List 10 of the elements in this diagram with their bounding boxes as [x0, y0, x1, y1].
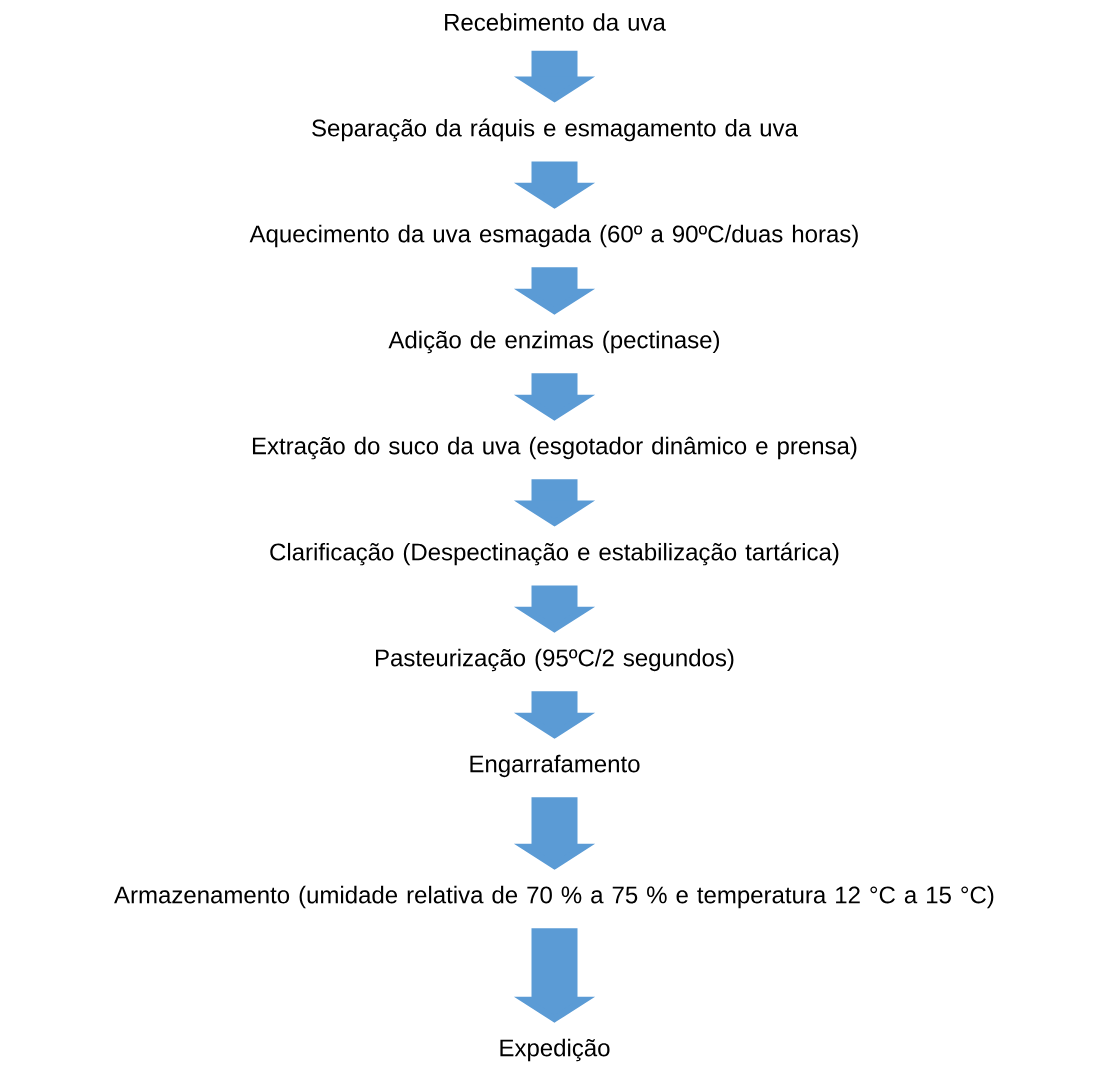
step-text: Armazenamento (umidade relativa de 70 % a 75 % e temperatura 12 °C a 15 °C) — [114, 885, 994, 909]
step-text: Aquecimento da uva esmagada (60º a 90ºC/duas horas) — [249, 224, 858, 248]
step-text: Adição de enzimas (pectinase) — [388, 330, 719, 354]
step-text: Expedição — [500, 1038, 610, 1062]
step-text: Recebimento da uva — [445, 13, 666, 31]
step-text: Pasteurização (95ºC/2 segundos) — [376, 648, 734, 672]
step-text: Separação da ráquis e esmagamento da uva — [312, 118, 798, 142]
step-text: Clarificação (Despectinação e estabilização tartárica) — [270, 542, 839, 566]
step-text: Engarrafamento — [470, 754, 640, 778]
step-text: Extração do suco da uva (esgotador dinâmico e prensa) — [253, 436, 857, 460]
